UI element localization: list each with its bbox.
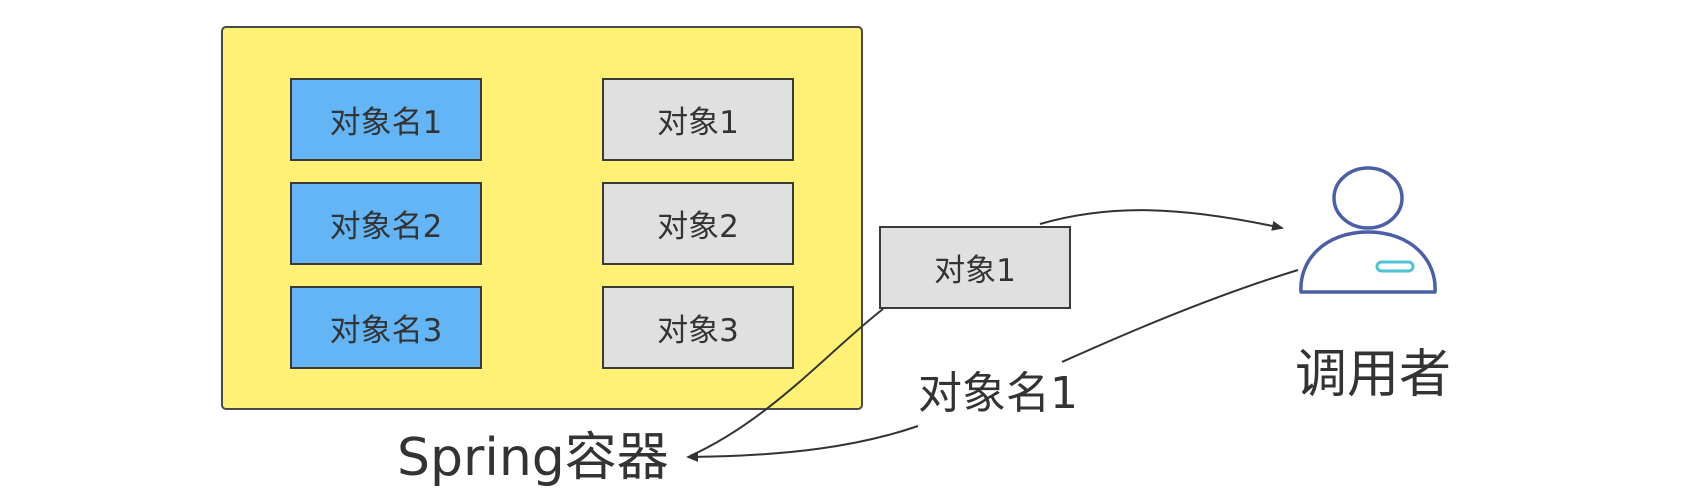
object-box-3: 对象3 bbox=[602, 286, 794, 369]
container-to-object-line bbox=[689, 308, 884, 457]
object-name-label: 对象名1 bbox=[329, 105, 443, 141]
caller-label: 调用者 bbox=[1295, 345, 1452, 405]
object-box-1: 对象1 bbox=[602, 78, 794, 161]
object-name-label: 对象名3 bbox=[329, 313, 443, 349]
returned-object-box: 对象1 bbox=[879, 226, 1071, 309]
request-name-arrow-tail bbox=[686, 425, 919, 462]
object-box-2: 对象2 bbox=[602, 182, 794, 265]
request-name-arrow bbox=[1061, 269, 1299, 363]
request-name-label: 对象名1 bbox=[918, 368, 1078, 419]
object-label: 对象2 bbox=[657, 209, 739, 245]
user-icon bbox=[1299, 166, 1437, 294]
object-name-box-2: 对象名2 bbox=[290, 182, 482, 265]
object-name-label: 对象名2 bbox=[329, 209, 443, 245]
object-label: 对象3 bbox=[657, 313, 739, 349]
spring-container-label: Spring容器 bbox=[397, 428, 669, 488]
object-name-box-1: 对象名1 bbox=[290, 78, 482, 161]
return-object-arrow bbox=[1039, 209, 1284, 231]
returned-object-label: 对象1 bbox=[934, 253, 1016, 289]
object-name-box-3: 对象名3 bbox=[290, 286, 482, 369]
object-label: 对象1 bbox=[657, 105, 739, 141]
